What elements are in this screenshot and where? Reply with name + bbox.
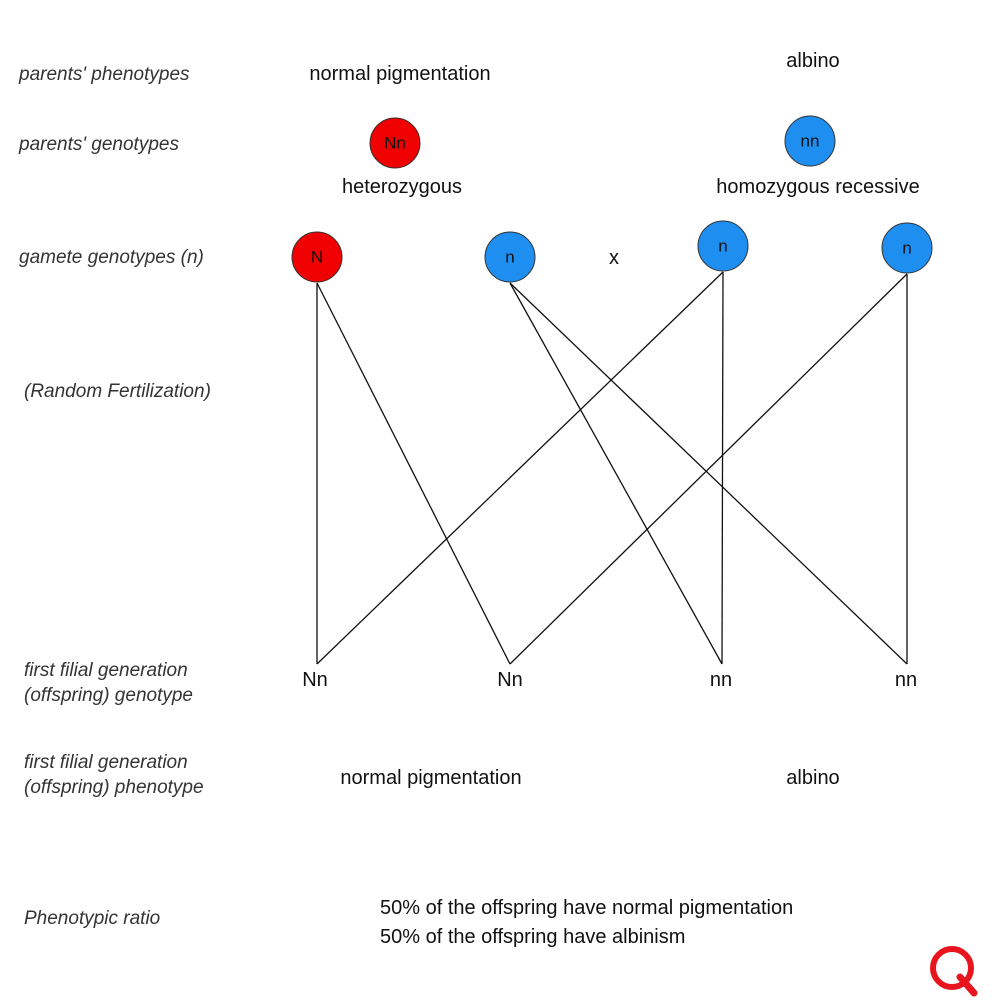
fertilization-line (316, 282, 511, 665)
ratio-line-2: 50% of the offspring have albinism (380, 926, 686, 948)
ratio-text: 50% of the offspring have normal pigment… (380, 894, 793, 952)
offspring-phenotype-right: albino (786, 767, 840, 789)
label-gamete-genotypes: gamete genotypes (n) (19, 247, 204, 268)
offspring-genotype: Nn (497, 669, 523, 691)
label-parents-genotypes: parents' genotypes (19, 134, 179, 155)
fertilization-line (316, 271, 724, 665)
fertilization-line (509, 282, 908, 665)
parent-left-phenotype: normal pigmentation (309, 63, 491, 85)
offspring-genotype: Nn (302, 669, 328, 691)
gamete-circle: N (291, 231, 343, 283)
label-parents-phenotypes: parents' phenotypes (19, 64, 190, 85)
fertilization-line (721, 271, 724, 665)
offspring-genotype: nn (709, 669, 733, 691)
offspring-phenotype-left: normal pigmentation (340, 767, 522, 789)
fertilization-line (509, 282, 723, 665)
gamete-circle: n (881, 222, 933, 274)
logo-icon (930, 946, 978, 997)
label-f1-genotype: first filial generation (offspring) geno… (24, 660, 193, 706)
gamete-label: n (718, 236, 728, 255)
fertilization-line (509, 273, 908, 665)
label-phenotypic-ratio: Phenotypic ratio (24, 908, 161, 929)
parent-right-zygosity: homozygous recessive (716, 176, 920, 198)
gamete-circle: n (697, 220, 749, 272)
parent-left-zygosity: heterozygous (341, 176, 463, 198)
parent-left-genotype-circle: Nn (369, 117, 421, 169)
label-f1-phenotype: first filial generation (offspring) phen… (24, 752, 204, 798)
parent-right-genotype: nn (800, 131, 820, 150)
gamete-label: N (310, 247, 324, 266)
gamete-label: n (902, 238, 912, 257)
gamete-label: n (505, 247, 515, 266)
gamete-circle: n (484, 231, 536, 283)
label-random-fertilization: (Random Fertilization) (24, 381, 211, 402)
offspring-genotype: nn (894, 669, 918, 691)
parent-right-genotype-circle: nn (784, 115, 836, 167)
cross-symbol: x (609, 247, 619, 269)
parent-right-phenotype: albino (786, 50, 840, 72)
parent-left-genotype: Nn (384, 133, 406, 152)
ratio-line-1: 50% of the offspring have normal pigment… (380, 897, 794, 919)
